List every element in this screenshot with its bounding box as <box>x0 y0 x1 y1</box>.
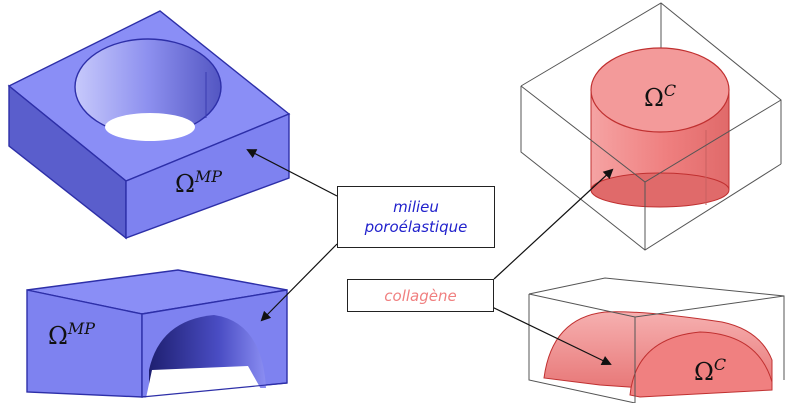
arrow-poro-to-top-block <box>246 149 338 197</box>
half-wireframe-back-edges <box>528 277 785 380</box>
porous-medium-label-box: milieu poroélastique <box>337 186 495 248</box>
cylindrical-hole-through <box>105 113 195 141</box>
porous-block-with-hole: ΩMP <box>7 10 291 240</box>
omega-mp-bottom-label: ΩMP <box>48 319 95 350</box>
omega-c-bottom-label: ΩC <box>694 355 726 386</box>
arch-tunnel-floor <box>146 366 266 398</box>
porous-label-line2: poroélastique <box>364 218 468 236</box>
collagen-cylinder-scene: ΩC <box>520 2 782 251</box>
arrow-poro-to-arch-block <box>260 243 338 322</box>
omega-c-top-label: ΩC <box>644 81 676 112</box>
porous-half-block-with-arch: ΩMP <box>26 269 288 398</box>
omega-mp-top-label: ΩMP <box>175 167 222 198</box>
arrow-collagen-to-cylinder <box>493 168 614 280</box>
collagen-label-box: collagène <box>347 279 494 312</box>
collagen-cylinder-bottom <box>590 172 730 208</box>
arch-base-line <box>141 382 288 398</box>
porous-label-line1: milieu <box>393 198 439 216</box>
porous-block-front-face <box>125 112 290 240</box>
collagen-cylinder-top <box>590 47 730 133</box>
collagen-label: collagène <box>384 287 457 305</box>
collagen-half-cylinder-scene: ΩC <box>528 277 785 403</box>
half-wireframe-front-edges <box>528 293 785 403</box>
arrow-collagen-to-half-cylinder <box>489 305 612 366</box>
collagen-half-cylinder-face <box>629 331 773 398</box>
wireframe-box-front-edges <box>520 85 782 251</box>
